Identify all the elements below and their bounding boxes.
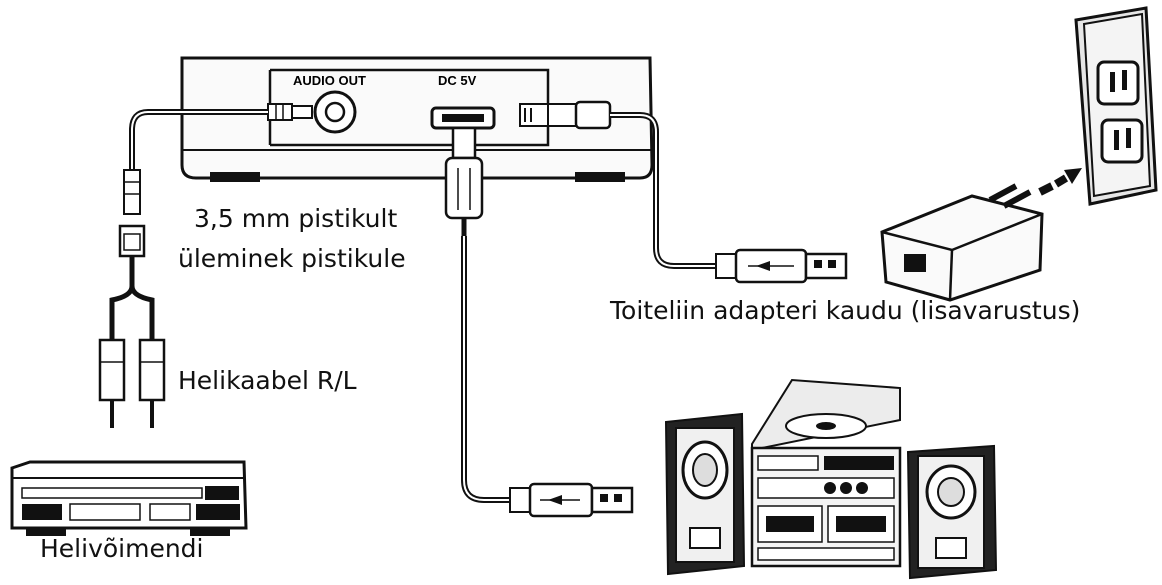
amplifier-caption: Helivõimendi <box>40 534 204 563</box>
rca-plugs <box>98 338 166 428</box>
usb-audio-device: AUDIO OUT DC 5V <box>180 56 654 182</box>
usb-cable-power <box>547 100 848 284</box>
power-adapter <box>880 183 1044 302</box>
rca-cable-caption: Helikaabel R/L <box>178 366 357 395</box>
dc-label: DC 5V <box>438 73 477 88</box>
audio-out-jack <box>313 90 357 134</box>
dc-port <box>430 106 496 130</box>
right-speaker <box>906 444 998 580</box>
audio-out-label: AUDIO OUT <box>293 73 366 88</box>
wall-outlet <box>1074 6 1158 206</box>
usb-plug <box>509 482 634 518</box>
left-speaker <box>664 412 746 576</box>
adapter-caption-line1: 3,5 mm pistikult <box>194 204 398 233</box>
plug-in-arrows <box>1038 168 1082 196</box>
adapter-caption-line2: üleminek pistikule <box>178 244 406 273</box>
amplifier <box>10 460 248 536</box>
usb-cable-down <box>444 126 634 518</box>
3-5mm-plug <box>267 103 313 121</box>
3-5mm-cable <box>98 103 313 428</box>
center-unit <box>750 378 902 568</box>
power-caption: Toiteliin adapteri kaudu (lisavarustus) <box>610 296 1081 325</box>
usb-port-right <box>519 103 549 127</box>
hifi-system <box>664 378 998 580</box>
usb-plug-power <box>715 248 848 284</box>
